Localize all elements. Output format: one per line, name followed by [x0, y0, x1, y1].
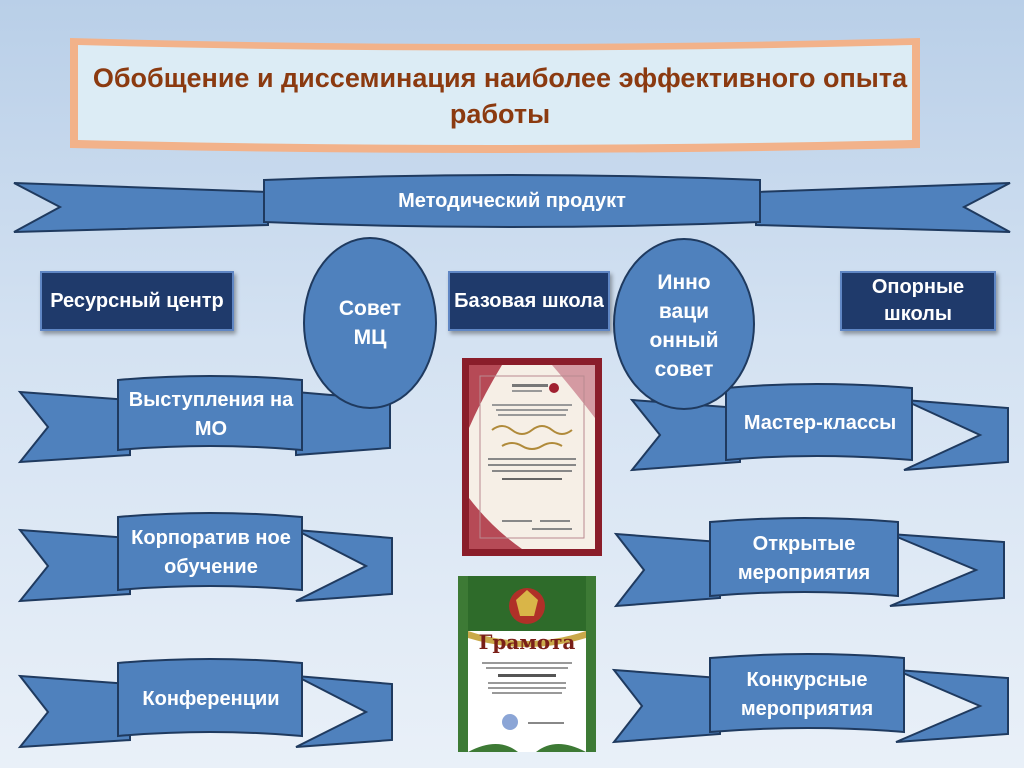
right-ribbon-1	[629, 383, 1009, 472]
right-ribbon-1-label: Мастер-классы	[743, 411, 897, 434]
left-ribbon-2	[17, 512, 393, 603]
innovation-council-ellipse	[613, 238, 755, 410]
right-ribbon-2-label: Открытые мероприятия	[737, 533, 871, 584]
council-mc-ellipse	[303, 237, 437, 409]
gramota-certificate-image: Грамота	[458, 576, 596, 752]
page-title: Обобщение и диссеминация наиболее эффект…	[92, 63, 908, 129]
gramota-heading: Грамота	[479, 630, 576, 654]
council-mc-label: Совет МЦ	[338, 297, 402, 349]
left-ribbon-3-label: Конференции	[142, 687, 280, 710]
right-ribbon-3	[611, 653, 1009, 744]
right-ribbon-2	[613, 517, 1005, 608]
left-ribbon-1-label: Выступления на МО	[128, 389, 294, 440]
left-ribbon-2-label: Корпоратив ное обучение	[131, 527, 291, 578]
base-school-box: Базовая школа	[448, 271, 610, 331]
resource-center-box: Ресурсный центр	[40, 271, 234, 331]
innovation-council-label: Инно ваци онный совет	[649, 271, 719, 381]
top-banner-ribbon	[13, 174, 1011, 233]
left-ribbon-3	[17, 658, 393, 749]
top-banner-label: Методический продукт	[398, 189, 626, 212]
title-scroll	[70, 38, 920, 153]
thank-you-letter-image	[462, 358, 602, 556]
support-schools-box: Опорные школы	[840, 271, 996, 331]
right-ribbon-3-label: Конкурсные мероприятия	[740, 669, 874, 720]
